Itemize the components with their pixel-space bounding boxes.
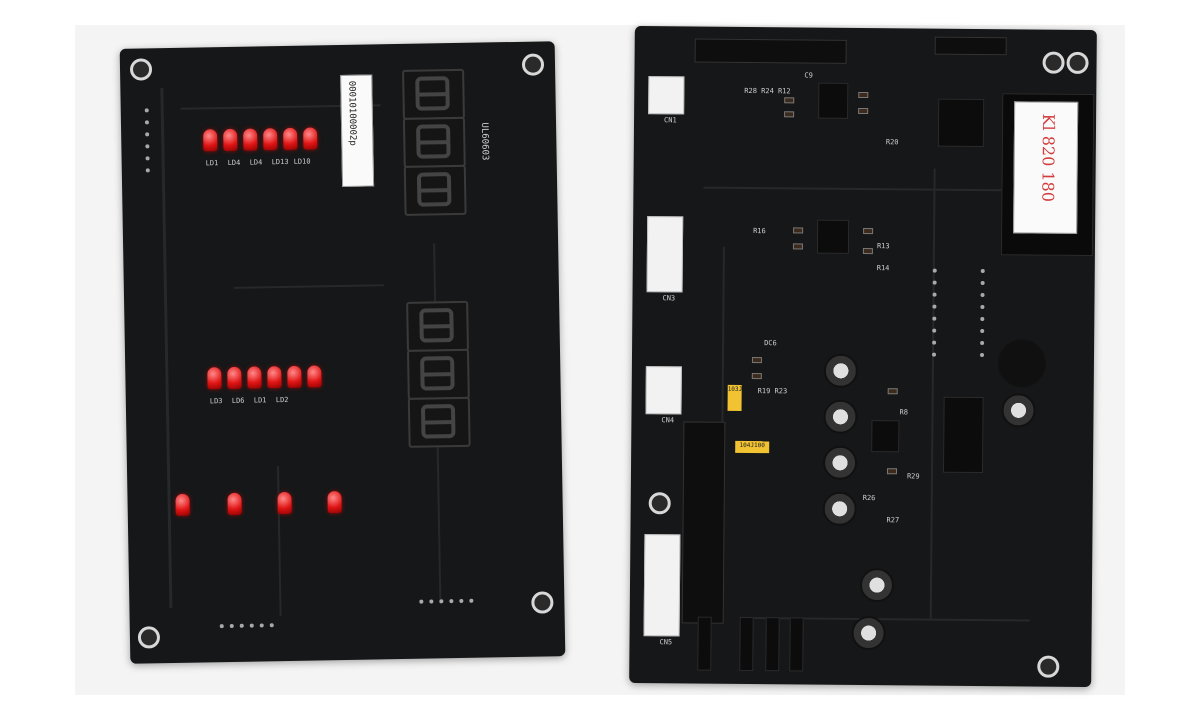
ribbon-connector [681,421,726,624]
model-silkscreen: UL60603 [479,122,490,161]
led-label: LD13 [271,157,289,167]
mounting-hole [129,58,153,81]
seven-segment-digit [406,348,470,400]
red-led [227,492,242,516]
pin-header-top [694,38,847,64]
yellow-capacitor: 104J100 [735,440,770,454]
led-label: LD4 [227,158,241,167]
red-led [263,128,278,151]
component-label: R13 [876,242,890,251]
component-label: R14 [876,264,890,273]
mounting-hole [521,53,545,76]
ic-chip [937,98,985,148]
led-label: LD3 [209,397,223,406]
yellow-capacitor: 103J [727,384,742,411]
led-label: LD4 [249,158,263,167]
ic-chip [942,396,984,474]
seven-segment-digit [402,116,466,168]
electrolytic-capacitor [822,491,857,526]
pin-header-vertical [934,36,1007,56]
mounting-hole [1066,51,1089,74]
diode [765,617,780,672]
red-led [303,127,318,150]
ic-chip [816,219,850,254]
red-led [283,127,298,150]
red-led [243,128,258,151]
red-led [327,491,342,514]
component-label: R20 [885,138,899,147]
component-label: R8 [899,408,908,417]
seven-segment-digit [406,300,469,352]
buzzer [997,339,1047,388]
diode [789,617,804,672]
ic-chip [871,420,900,453]
red-led [227,366,242,390]
red-led [267,366,282,389]
connector-label: CN5 [659,638,673,647]
connector-cn5 [643,534,681,637]
electrolytic-capacitor [859,567,895,603]
red-led [277,491,292,515]
connector-cn4 [645,366,682,415]
mounting-hole [531,591,554,614]
led-label: LD6 [231,396,245,405]
led-label: LD1 [253,396,267,405]
red-led [223,128,238,152]
electrolytic-capacitor [1001,393,1036,428]
led-label: LD2 [275,395,289,405]
seven-segment-digit [403,164,467,216]
serial-text: 00010100002p [346,80,358,146]
electrolytic-capacitor [851,615,886,651]
electrolytic-capacitor [822,445,858,480]
connector-label: CN4 [661,416,675,425]
component-label: R16 [753,227,766,236]
component-label: DC6 [764,339,777,348]
component-label: C9 [804,71,813,80]
red-led [203,129,218,152]
mounting-hole [1037,655,1060,678]
red-led [307,365,322,388]
handwritten-label: Kl 820 180 [1038,113,1059,203]
component-label: R28 R24 R12 [744,86,791,96]
led-label: LD1 [205,159,219,168]
right-pcb-board: CN1 CN3 CN4 CN5 Kl 820 180 103J 104J100 … [629,25,1097,688]
component-label: R27 [886,516,900,525]
component-label: R26 [862,494,876,503]
connector-label: CN3 [662,294,676,303]
diode [697,616,712,671]
red-led [287,365,302,388]
left-pcb-board: 00010100002p UL60603 LD1 LD4 LD4 LD13 LD… [119,41,566,664]
connector-label: CN1 [664,116,677,125]
component-label: R19 R23 [757,387,788,396]
red-led [175,493,190,516]
mounting-hole [648,492,671,515]
connector-cn3 [646,216,684,293]
red-led [247,366,262,389]
seven-segment-digit [402,68,465,120]
ic-chip [818,82,849,119]
connector-cn1 [648,76,685,115]
electrolytic-capacitor [823,399,858,434]
component-label: R29 [906,472,920,481]
mounting-hole [137,626,161,649]
led-label: LD10 [293,157,311,166]
mounting-hole [1042,51,1065,74]
electrolytic-capacitor [823,353,859,388]
red-led [207,367,222,390]
diode [739,616,754,672]
seven-segment-digit [407,396,471,448]
